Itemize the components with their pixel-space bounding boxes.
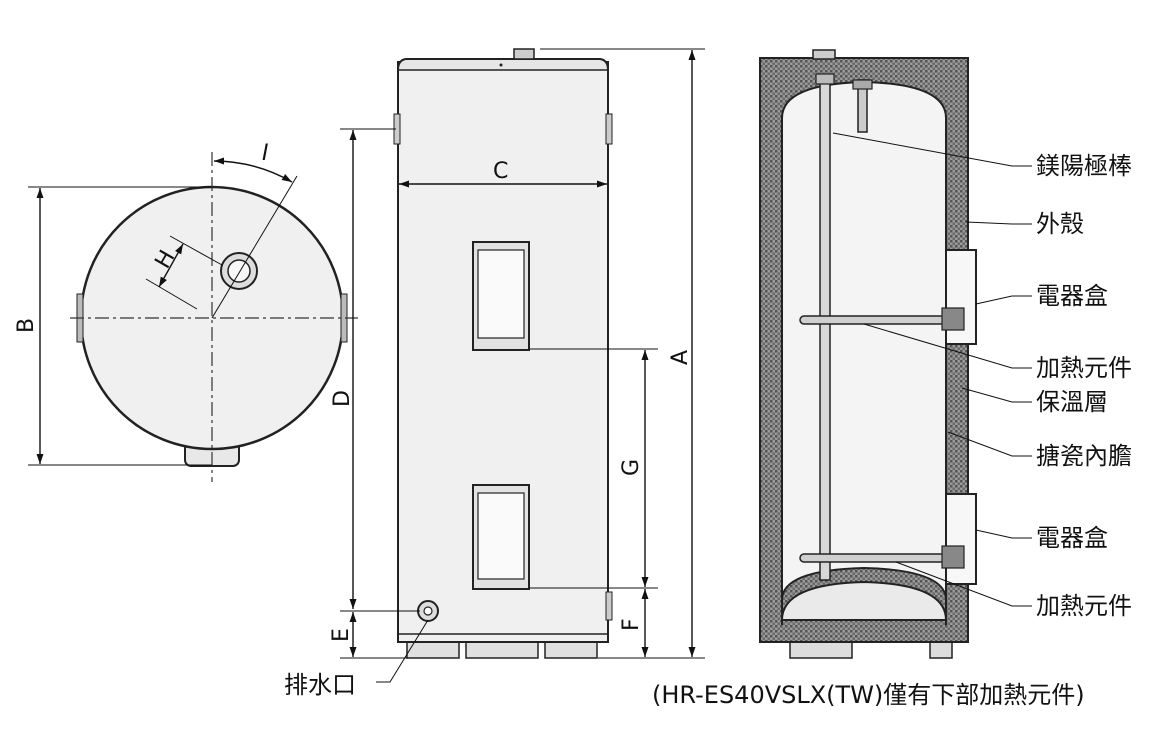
leader-heater-lower xyxy=(895,561,1032,607)
leader-insulation xyxy=(961,387,1032,403)
top-view: I H B xyxy=(14,141,358,482)
label-insulation: 保溫層 xyxy=(1036,388,1108,416)
lower-thermostat xyxy=(941,545,965,569)
dim-C-label: C xyxy=(493,159,508,184)
label-heater-lower: 加熱元件 xyxy=(1036,592,1132,620)
front-top-cap xyxy=(397,58,609,71)
upper-thermostat xyxy=(941,307,965,331)
outlet-pipe-inner xyxy=(227,259,251,283)
upper-heating-element xyxy=(799,315,961,325)
upper-access-panel-inner xyxy=(477,249,525,339)
label-shell: 外殼 xyxy=(1036,210,1084,238)
leader-box-lower xyxy=(975,529,1032,539)
front-top-pipe xyxy=(513,48,535,60)
dim-A-label: A xyxy=(668,350,693,365)
tank-bottom-dome xyxy=(780,580,948,621)
model-note: (HR-ES40VSLX(TW)僅有下部加熱元件) xyxy=(652,681,1085,709)
hot-water-pipe-collar xyxy=(852,79,873,90)
dim-B-label: B xyxy=(14,318,39,333)
dim-H-ext-2 xyxy=(145,278,198,310)
lower-access-panel-inner xyxy=(477,492,525,580)
dim-F-label: F xyxy=(619,618,644,631)
anode-rod xyxy=(819,77,831,581)
drain-valve-inner xyxy=(423,606,433,616)
drain-label: 排水口 xyxy=(284,671,356,699)
front-view: 排水口 C A D E G F xyxy=(284,48,705,699)
label-anode: 鎂陽極棒 xyxy=(1036,152,1132,180)
dim-H-line xyxy=(158,243,184,288)
leader-tank xyxy=(947,431,1032,457)
front-side-fitting-right-top xyxy=(605,113,613,145)
front-top-dot xyxy=(499,63,503,67)
dim-I-arc xyxy=(213,157,293,183)
dim-G-label: G xyxy=(619,459,644,476)
label-heater-upper: 加熱元件 xyxy=(1036,354,1132,382)
dim-E-label: E xyxy=(329,628,354,642)
dim-I-label: I xyxy=(262,141,269,166)
dim-D-label: D xyxy=(330,390,355,407)
label-tank: 搪瓷內膽 xyxy=(1036,442,1132,470)
section-top-pipe xyxy=(812,49,836,60)
leader-anode xyxy=(832,132,1032,167)
label-box-upper: 電器盒 xyxy=(1036,282,1108,310)
section-view xyxy=(759,49,977,659)
drain-leader xyxy=(376,619,429,683)
anode-rod-head xyxy=(815,73,835,85)
leader-shell xyxy=(965,221,1032,225)
lower-electric-box xyxy=(945,493,977,585)
label-box-lower: 電器盒 xyxy=(1036,524,1108,552)
pipe-radial-line xyxy=(211,175,298,319)
leader-heater-upper xyxy=(863,323,1032,369)
callouts: 鎂陽極棒 外殼 電器盒 加熱元件 保溫層 搪瓷內膽 電器盒 加熱元件 (HR-E… xyxy=(652,132,1132,709)
dim-H-ext-1 xyxy=(169,235,223,266)
lower-heating-element xyxy=(799,553,961,563)
leader-box-upper xyxy=(975,295,1032,305)
front-side-fitting-right-bottom xyxy=(605,591,613,621)
